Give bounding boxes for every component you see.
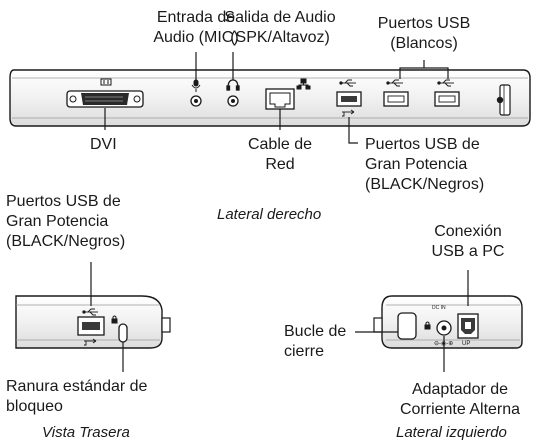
audio-out-label-line1: Salida de Audio bbox=[224, 9, 336, 26]
caption-rear: Vista Trasera bbox=[42, 424, 130, 441]
power-button bbox=[496, 96, 504, 104]
network-label: Cable de Red bbox=[228, 135, 332, 175]
caption-front: Lateral derecho bbox=[217, 206, 322, 223]
usb-to-pc-label: Conexión USB a PC bbox=[406, 222, 530, 262]
dvi-label: DVI bbox=[90, 136, 117, 153]
network-port bbox=[265, 88, 295, 110]
mic-jack bbox=[190, 95, 202, 107]
ac-adapter-label-line1: Adaptador de bbox=[411, 381, 509, 398]
network-icon bbox=[296, 78, 311, 90]
lock-slot-label-line1: Ranura estándar de bbox=[6, 378, 148, 395]
network-label-line1: Cable de bbox=[247, 136, 313, 153]
rear-usb-high-power-label-line1: Puertos USB de bbox=[6, 193, 121, 210]
audio-out-label-line2: (SPK/Altavoz) bbox=[230, 29, 330, 46]
ac-adapter-label-line2: Corriente Alterna bbox=[399, 401, 521, 418]
usb-up-mark: UP bbox=[462, 341, 471, 347]
usb-high-power-label-line3: (BLACK/Negros) bbox=[365, 176, 485, 193]
usb-high-power-label-line2: Gran Potencia bbox=[365, 156, 468, 173]
rear-side-tab bbox=[161, 317, 171, 333]
front-view bbox=[9, 69, 531, 127]
rear-usb-high-power-label-line3: (BLACK/Negros) bbox=[6, 233, 126, 250]
rear-usb-icon bbox=[82, 308, 98, 346]
mic-icon bbox=[191, 79, 201, 92]
usb-ports-label-line1: Puertos USB bbox=[377, 15, 471, 32]
audio-in-label-line2: Audio (MIC) bbox=[153, 29, 239, 46]
usb-icon bbox=[339, 79, 454, 117]
usb-ports-label: Puertos USB (Blancos) bbox=[360, 14, 488, 54]
ac-adapter-label: Adaptador de Corriente Alterna bbox=[380, 380, 540, 420]
usb-port-1 bbox=[383, 91, 409, 107]
audio-in-label-line1: Entrada de bbox=[156, 9, 236, 26]
audio-in-label: Entrada de Audio (MIC) bbox=[132, 8, 260, 48]
dvi-port bbox=[66, 90, 144, 108]
dvi-icon bbox=[100, 78, 112, 86]
usb-to-pc-label-line2: USB a PC bbox=[431, 243, 505, 260]
polarity-mark: ⊖-◉-⊕ bbox=[434, 341, 454, 347]
usb-port-2 bbox=[434, 91, 460, 107]
caption-left: Lateral izquierdo bbox=[396, 424, 507, 441]
left-side-view bbox=[373, 295, 523, 349]
lock-slot-label: Ranura estándar de bloqueo bbox=[6, 377, 147, 417]
usb-high-power-label: Puertos USB de Gran Potencia (BLACK/Negr… bbox=[365, 135, 484, 195]
dc-in-mark: DC IN bbox=[432, 305, 446, 311]
lock-icon bbox=[111, 315, 118, 324]
usb-b-port bbox=[457, 313, 479, 339]
rear-leaders bbox=[90, 262, 124, 372]
network-label-line2: Red bbox=[265, 156, 295, 173]
rear-view bbox=[15, 295, 171, 349]
audio-out-label: Salida de Audio (SPK/Altavoz) bbox=[210, 8, 350, 48]
rear-usb-high-power-label-line2: Gran Potencia bbox=[6, 213, 109, 230]
rear-usb-high-power-label: Puertos USB de Gran Potencia (BLACK/Negr… bbox=[6, 192, 125, 252]
left-lock-icon bbox=[424, 321, 431, 330]
lock-loop bbox=[373, 312, 417, 340]
speaker-jack bbox=[227, 95, 239, 107]
dc-power-jack bbox=[436, 320, 452, 336]
rear-usb-high-power-port bbox=[77, 316, 105, 336]
usb-ports-label-line2: (Blancos) bbox=[390, 35, 458, 52]
rear-lock-slot bbox=[118, 323, 128, 343]
lock-loop-label-line1: Bucle de bbox=[284, 323, 347, 340]
lock-loop-label: Bucle de cierre bbox=[284, 322, 346, 362]
left-view-body bbox=[381, 295, 523, 349]
usb-high-power-port bbox=[336, 91, 362, 107]
lock-slot-label-line2: bloqueo bbox=[6, 398, 63, 415]
left-leaders bbox=[355, 270, 469, 372]
front-leaders bbox=[104, 52, 449, 144]
usb-to-pc-label-line1: Conexión bbox=[434, 223, 502, 240]
lock-loop-label-line2: cierre bbox=[284, 343, 325, 360]
usb-high-power-label-line1: Puertos USB de bbox=[365, 136, 480, 153]
